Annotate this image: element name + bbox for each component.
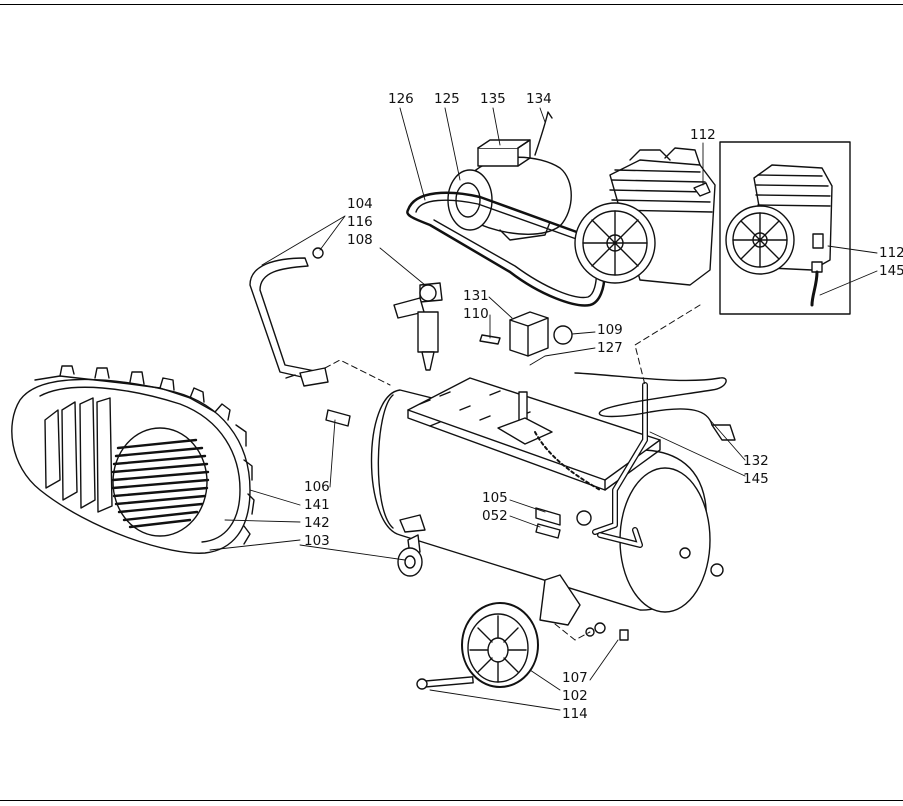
label-131: 131 xyxy=(463,288,489,304)
label-105: 105 xyxy=(482,490,508,506)
label-145-main: 145 xyxy=(743,471,769,487)
air-tank-drawing xyxy=(370,377,724,641)
motor-drawing xyxy=(447,111,572,241)
label-116: 116 xyxy=(347,214,373,230)
label-109: 109 xyxy=(597,322,623,338)
label-125: 125 xyxy=(434,91,460,107)
pressure-switch-drawing xyxy=(479,311,573,357)
label-142: 142 xyxy=(304,515,330,531)
pump-head-drawing xyxy=(574,147,716,286)
filter-regulator-drawing xyxy=(393,282,443,371)
label-112-inset: 112 xyxy=(879,245,903,261)
label-127: 127 xyxy=(597,340,623,356)
label-052: 052 xyxy=(482,508,508,524)
leader-lines xyxy=(209,107,878,711)
label-108: 108 xyxy=(347,232,373,248)
label-112-main: 112 xyxy=(690,127,716,143)
label-110: 110 xyxy=(463,306,489,322)
label-103: 103 xyxy=(304,533,330,549)
label-114: 114 xyxy=(562,706,588,722)
caster-wheel-drawing xyxy=(397,534,423,577)
label-135: 135 xyxy=(480,91,506,107)
label-134: 134 xyxy=(526,91,552,107)
belt-guard-drawing xyxy=(11,365,255,554)
handle-drawing xyxy=(249,247,329,387)
construction-lines xyxy=(324,304,701,641)
label-126: 126 xyxy=(388,91,414,107)
label-132: 132 xyxy=(743,453,769,469)
delivery-pipe-drawing xyxy=(592,382,648,548)
label-141: 141 xyxy=(304,497,330,513)
label-104: 104 xyxy=(347,196,373,212)
label-145-inset: 145 xyxy=(879,263,903,279)
inset-detail-drawing xyxy=(719,141,851,315)
top-rule xyxy=(0,4,903,5)
label-106: 106 xyxy=(304,479,330,495)
label-107: 107 xyxy=(562,670,588,686)
wheel-drawing xyxy=(416,602,539,690)
bottom-rule xyxy=(0,800,903,801)
nipple-drawing xyxy=(325,409,351,427)
label-102: 102 xyxy=(562,688,588,704)
